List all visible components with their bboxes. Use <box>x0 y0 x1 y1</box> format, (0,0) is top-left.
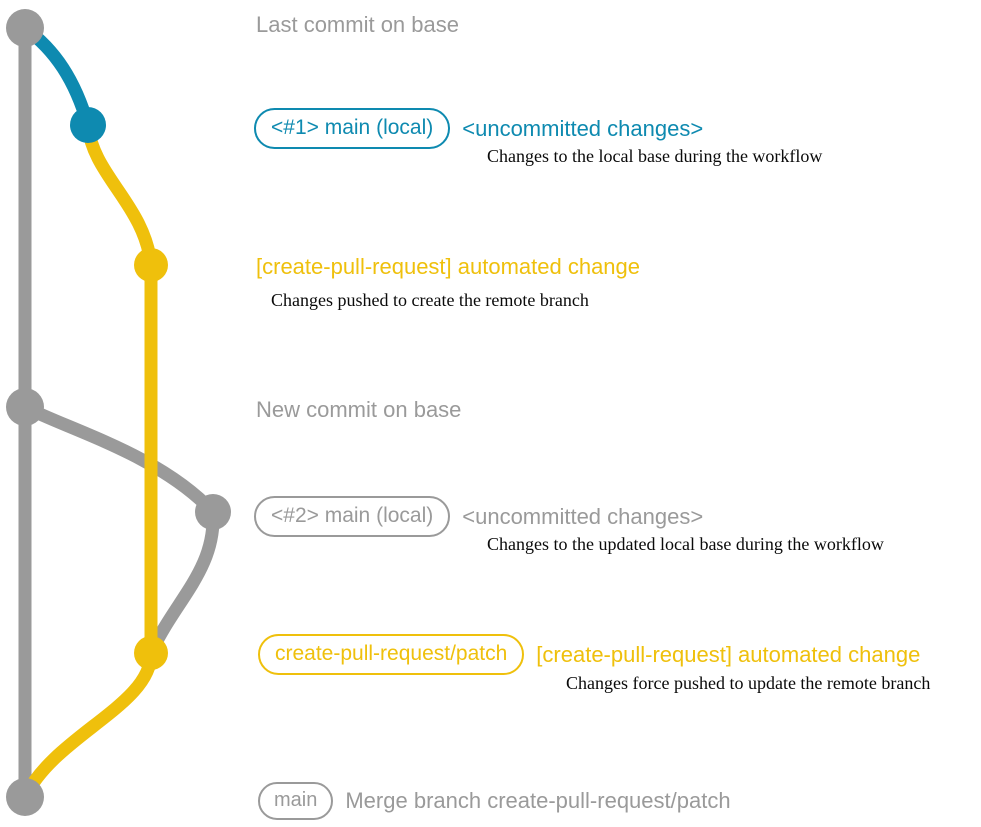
commit-note-local-change-1: Changes to the local base during the wor… <box>487 146 823 166</box>
commit-note-automated-change-1: Changes pushed to create the remote bran… <box>271 290 589 310</box>
commit-row-local-change-2: <#2> main (local) <uncommitted changes> <box>254 496 703 537</box>
node-base-head[interactable] <box>6 9 44 47</box>
local1-to-patch1-line <box>81 118 158 272</box>
commit-row-merge-commit: main Merge branch create-pull-request/pa… <box>258 782 731 820</box>
node-patch-1[interactable] <box>134 248 168 282</box>
commit-note-local-change-2: Changes to the updated local base during… <box>487 534 884 554</box>
commit-subject-automated-change-2: [create-pull-request] automated change <box>536 641 921 667</box>
branch-label-main-local-2[interactable]: <#2> main (local) <box>254 496 451 537</box>
node-local-1[interactable] <box>70 107 106 143</box>
branch-label-main-local-1[interactable]: <#1> main (local) <box>254 108 451 149</box>
local2-to-patch2-line <box>144 505 220 660</box>
node-local-2[interactable] <box>195 494 231 530</box>
commit-row-local-change-1: <#1> main (local) <uncommitted changes> <box>254 108 703 149</box>
node-base-next[interactable] <box>6 388 44 426</box>
commit-note-automated-change-2: Changes force pushed to update the remot… <box>566 673 931 693</box>
branch-label-create-pull-request-patch[interactable]: create-pull-request/patch <box>258 634 525 675</box>
node-merge-head[interactable] <box>6 778 44 816</box>
patch2-to-merge-line <box>18 646 158 804</box>
commit-subject-automated-change-1: [create-pull-request] automated change <box>256 254 641 279</box>
commit-subject-new-commit-on-base: New commit on base <box>256 397 462 422</box>
commit-subject-last-commit-on-base: Last commit on base <box>256 12 459 37</box>
commit-subject-local-change-1: <uncommitted changes> <box>462 115 704 141</box>
branch-label-main[interactable]: main <box>258 782 334 820</box>
commit-row-automated-change-2: create-pull-request/patch [create-pull-r… <box>258 634 920 675</box>
node-patch-2[interactable] <box>134 636 168 670</box>
base-to-local2-line <box>18 400 220 519</box>
commit-subject-local-change-2: <uncommitted changes> <box>462 503 704 529</box>
commit-subject-merge-commit: Merge branch create-pull-request/patch <box>345 788 731 813</box>
